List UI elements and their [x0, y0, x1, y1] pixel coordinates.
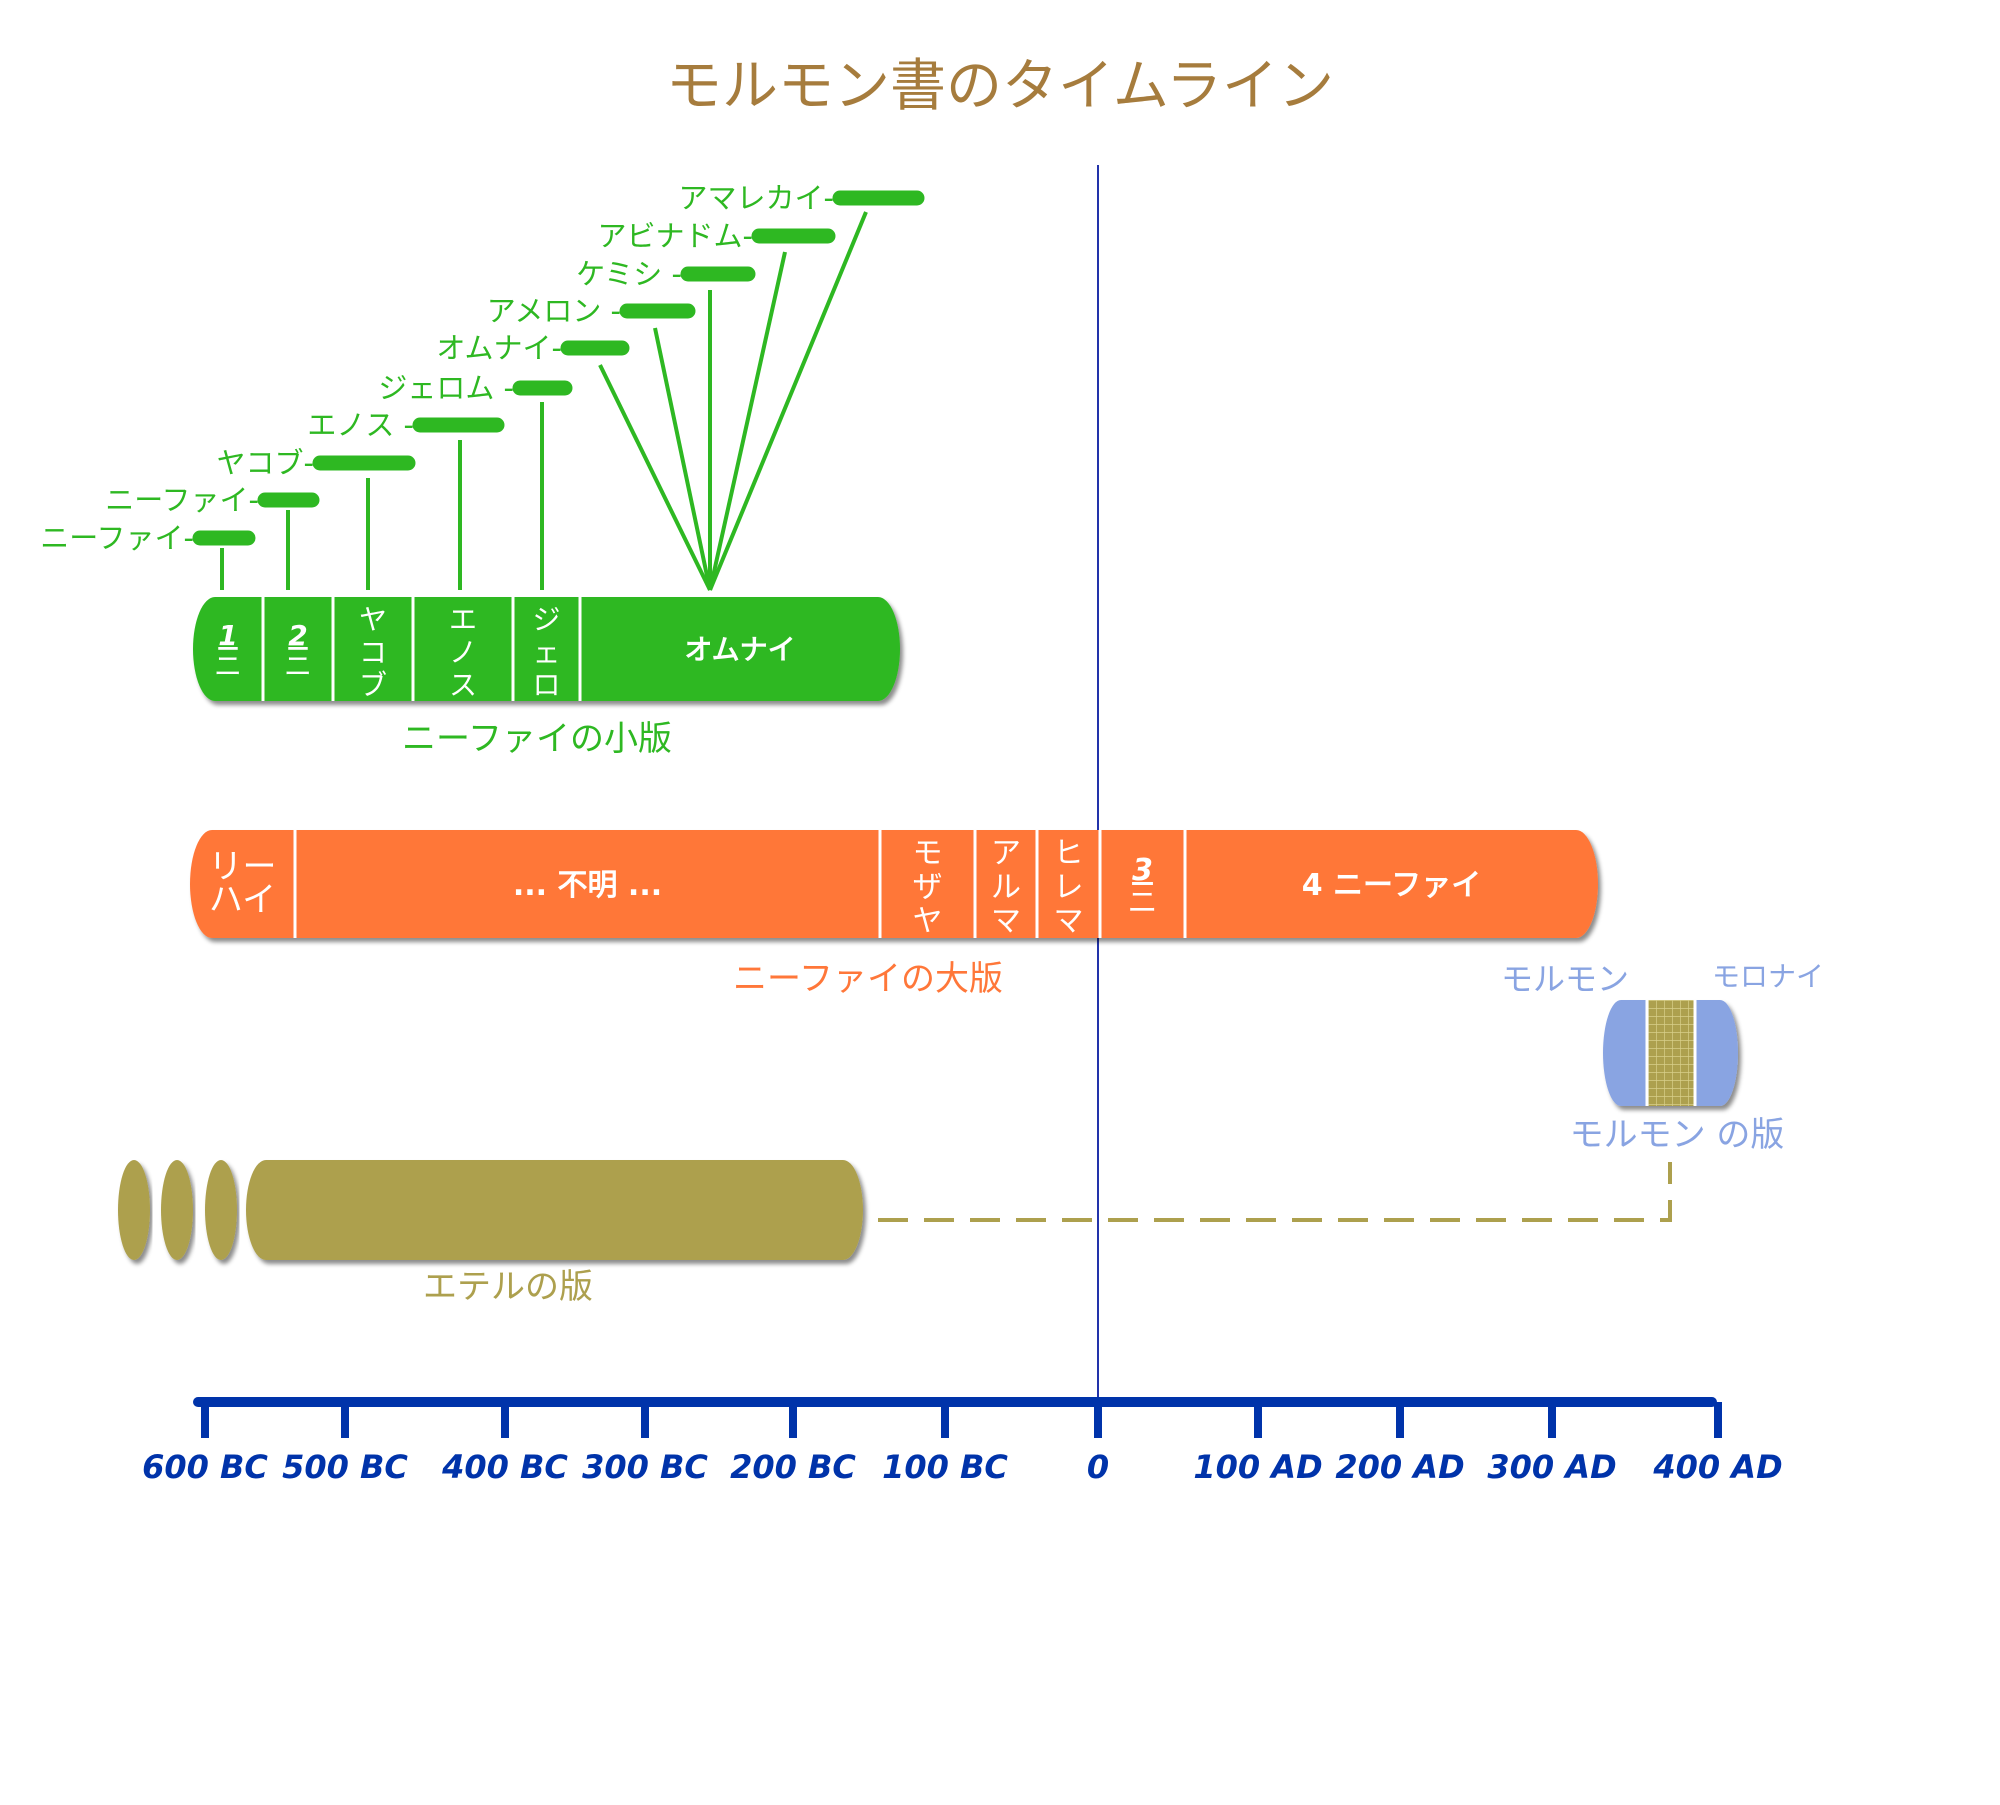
author-label: アメロン -	[487, 294, 621, 328]
ether-plates-group: エテルの版	[118, 1160, 1672, 1307]
axis-tick-label: 200 AD	[1335, 1448, 1464, 1486]
small-plates-segment: エノス	[449, 603, 477, 701]
axis-tick-label: 400 BC	[441, 1448, 568, 1486]
small-plates-caption: ニーファイの小版	[402, 719, 672, 759]
author-label: アビナドム-	[598, 219, 753, 253]
ether-plate-disc-2	[161, 1160, 193, 1260]
axis-tick-label: 400 AD	[1652, 1448, 1782, 1486]
author-label: ヤコブ-	[217, 446, 314, 480]
author-label: ジェロム -	[378, 371, 514, 405]
time-axis: 600 BC 500 BC 400 BC 300 BC 200 BC 100 BC 0 100…	[142, 1397, 1783, 1486]
large-plates-segment: モザヤ	[913, 836, 943, 939]
ether-plate-disc-1	[118, 1160, 150, 1260]
large-plates-segment-text: ニ	[1128, 886, 1158, 921]
connector-abinadom	[708, 251, 787, 591]
author-label: ニーファイ-	[40, 521, 194, 555]
axis-tick-label: 300 AD	[1487, 1448, 1616, 1486]
ether-plate-disc-3	[205, 1160, 237, 1260]
large-plates-segment-line: リー	[209, 847, 277, 887]
mormon-author-label: モルモン	[1501, 960, 1629, 998]
author-label: ケミシ -	[576, 257, 682, 291]
moroni-author-label: モロナイ	[1712, 960, 1824, 993]
small-plates-segment-text: ニ	[284, 650, 312, 683]
connector-omni	[598, 364, 712, 591]
axis-tick-label: 100 AD	[1193, 1448, 1322, 1486]
large-plates-segment-num: 3	[1132, 853, 1153, 888]
connector-amaron	[653, 327, 712, 591]
small-plates-segment: オムナイ	[684, 633, 795, 666]
author-label: ニーファイ-	[105, 483, 259, 517]
author-label: エノス -	[307, 408, 414, 442]
axis-tick-label: 600 BC	[142, 1448, 268, 1486]
large-plates-dividers	[293, 830, 1187, 938]
page-title: モルモン書のタイムライン	[666, 54, 1334, 119]
author-label: アマレカイ-	[679, 181, 834, 215]
axis-tick-label: 200 BC	[730, 1448, 856, 1486]
small-plates-segment-num: 1	[218, 619, 237, 652]
large-plates-segment: ヒレマ	[1054, 836, 1084, 939]
small-plates-bar	[193, 597, 900, 701]
mormon-plates-caption: モルモン の版	[1570, 1115, 1785, 1155]
large-plates-segment-line: ハイ	[209, 880, 276, 920]
axis-tick-label: 0	[1087, 1448, 1109, 1486]
axis-ticks: 600 BC 500 BC 400 BC 300 BC 200 BC 100 BC 0 100…	[142, 1402, 1783, 1486]
large-plates-segment: アルマ	[991, 836, 1021, 939]
connector-amaleki	[708, 211, 868, 591]
mormon-plates-group: モルモン モロナイ モルモン の版	[1501, 960, 1824, 1155]
small-plates-segment: ヤコブ	[359, 603, 387, 701]
axis-tick-label: 300 BC	[582, 1448, 708, 1486]
small-plates-segment-text: ニ	[214, 650, 242, 683]
large-plates-segment: 4 ニーファイ	[1302, 868, 1482, 903]
ether-to-mormon-dashed-link	[878, 1162, 1672, 1222]
small-plates-segment-num: 2	[288, 619, 307, 652]
large-plates-segment: ... 不明 ...	[513, 868, 662, 903]
small-plates-dividers	[261, 597, 582, 701]
author-connectors	[220, 211, 868, 591]
axis-tick-label: 100 BC	[882, 1448, 1008, 1486]
small-plates-group: ニーファイ-ニーファイ-ヤコブ-エノス -ジェロム -オムナイ-アメロン -ケミ…	[40, 181, 925, 759]
ether-plates-bar	[246, 1160, 863, 1260]
mormon-plates-ether-insert	[1647, 1000, 1695, 1106]
small-plates-segment: ジェロ	[532, 603, 560, 701]
axis-tick-label: 500 BC	[282, 1448, 408, 1486]
author-label: オムナイ-	[436, 331, 562, 365]
large-plates-caption: ニーファイの大版	[733, 959, 1003, 999]
small-plates-authors: ニーファイ-ニーファイ-ヤコブ-エノス -ジェロム -オムナイ-アメロン -ケミ…	[40, 181, 925, 555]
large-plates-bar	[190, 830, 1598, 938]
ether-plates-caption: エテルの版	[423, 1267, 593, 1307]
